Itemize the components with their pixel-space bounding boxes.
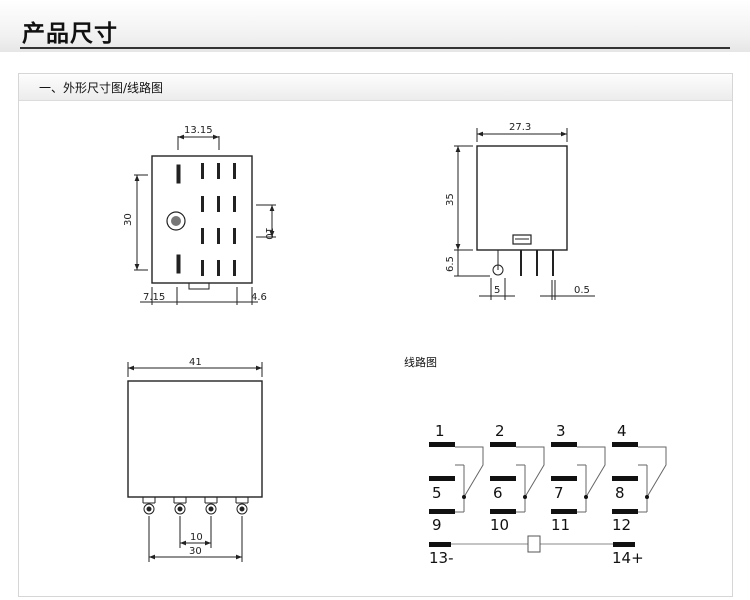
contact-group-4 [612,442,667,514]
center-mark [166,211,186,231]
pin-label-10: 10 [490,516,509,534]
dim-bottom-right-offset: 4.6 [251,292,267,303]
pin-label-9: 9 [432,516,442,534]
dim-bottom-height: 30 [123,213,134,226]
dim-front-width: 41 [189,357,202,368]
contact-bar [551,442,577,447]
coil-bar-plus [613,542,635,547]
front-view-body [127,380,263,498]
page-title: 产品尺寸 [22,21,118,47]
coil-plus-label: 14+ [612,549,644,567]
contact-bar [429,509,455,514]
contact-bar [490,509,516,514]
dim-side-width: 27.3 [509,122,531,133]
contact-bar [490,442,516,447]
coil-symbol [527,535,541,553]
dim-bottom-width: 13.15 [184,125,213,136]
coil-minus-label: 13- [429,549,454,567]
dim-front-pin-span: 30 [189,546,202,557]
contact-bar [490,476,516,481]
pin-label-6: 6 [493,484,503,502]
dim-front-pin-pitch: 10 [190,532,203,543]
header: 产品尺寸 [0,0,750,52]
front-view [127,362,263,562]
contact-bar [612,476,638,481]
pin-label-3: 3 [556,422,566,440]
pin-label-7: 7 [554,484,564,502]
pin-label-1: 1 [435,422,445,440]
circuit-title: 线路图 [404,355,437,369]
side-view-body [476,145,568,251]
dim-side-pin-pitch: 5 [494,285,500,296]
header-divider [20,47,730,49]
dim-side-pin-thickness: 0.5 [574,285,590,296]
pin-slots [201,163,236,276]
pin-label-8: 8 [615,484,625,502]
coil-bar-minus [429,542,451,547]
bottom-view [134,134,276,305]
bottom-notch [188,282,210,290]
coil [429,535,635,553]
side-view [454,128,595,300]
pin-slot [176,254,181,274]
pin-label-4: 4 [617,422,627,440]
contact-group-1 [429,442,484,514]
dim-side-height: 35 [445,193,456,206]
dim-side-pin-length: 6.5 [445,256,456,272]
section-title: 一、外形尺寸图/线路图 [39,81,164,95]
pin-slot [176,164,181,184]
dim-bottom-pitch: 10 [263,227,274,240]
side-view-tab [512,234,532,245]
contact-bar [551,476,577,481]
contact-bar [612,442,638,447]
contact-bar [429,476,455,481]
pin-label-2: 2 [495,422,505,440]
contact-group-2 [490,442,545,514]
section-bar: 一、外形尺寸图/线路图 [19,74,732,101]
contact-bar [429,442,455,447]
pin-label-5: 5 [432,484,442,502]
contact-bar [612,509,638,514]
pin-label-11: 11 [551,516,570,534]
contact-group-3 [551,442,606,514]
contact-bar [551,509,577,514]
pin-label-12: 12 [612,516,631,534]
circuit-diagram: 1 2 3 4 5 6 7 8 9 10 11 12 13- 14+ [429,422,667,567]
front-terminals [142,497,249,515]
dim-bottom-left-offset: 7.15 [143,292,165,303]
